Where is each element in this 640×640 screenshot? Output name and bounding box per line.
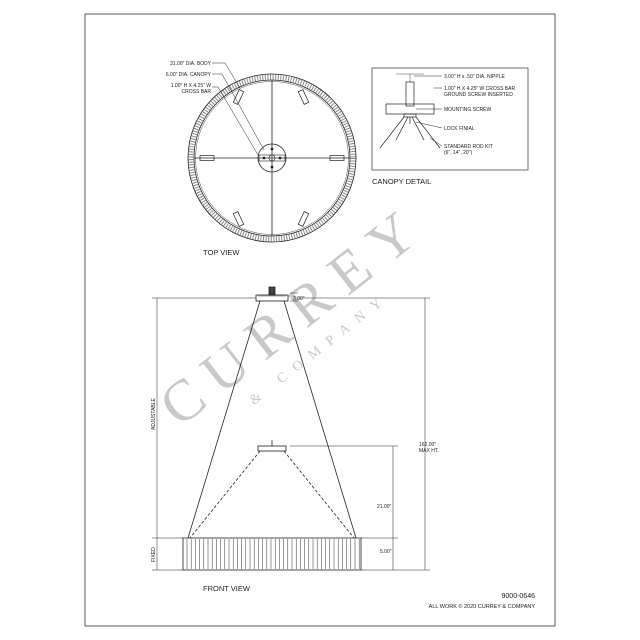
callout-nipple: 3.00" H x .50" DIA. NIPPLE	[444, 74, 505, 80]
front-body-fluting	[186, 539, 360, 569]
callout-crossbar-2: CROSS BAR	[182, 89, 212, 95]
callout-body: 31.00" DIA. BODY	[170, 61, 212, 67]
copyright: ALL WORK © 2020 CURREY & COMPANY	[429, 603, 536, 610]
front-dimensions	[152, 292, 430, 571]
dim-fixed: FIXED	[151, 547, 157, 562]
callout-lock-finial: LOCK FINIAL	[444, 126, 475, 132]
dim-adjustable: ADJUSTABLE	[151, 397, 157, 430]
dim-canopy-height: 3.00"	[293, 296, 305, 302]
dim-body-drop: 21.00"	[377, 504, 392, 510]
watermark: CURREY & COMPANY	[147, 191, 439, 439]
watermark-brand: CURREY	[147, 191, 439, 439]
callout-mounting-screw: MOUNTING SCREW	[444, 107, 492, 113]
front-view-drawing	[182, 286, 362, 571]
canopy-detail-title: CANOPY DETAIL	[372, 177, 431, 186]
callout-canopy-crossbar-2: GROUND SCREW INSERTED	[444, 92, 513, 98]
canopy-detail-drawing	[379, 73, 441, 149]
callout-canopy-crossbar-1: 1.00" H X 4.25" W CROSS BAR	[444, 86, 515, 92]
sheet-border	[84, 13, 556, 627]
model-number: 9000-0646	[502, 593, 536, 600]
canopy-detail-box	[371, 67, 529, 171]
canopy-detail-leaders	[414, 75, 443, 147]
front-view-title: FRONT VIEW	[203, 584, 251, 593]
callout-rod-kit-2: (6", 14", 20")	[444, 150, 472, 156]
top-view-drawing	[187, 73, 357, 243]
top-view-leaders	[212, 62, 265, 156]
callout-rod-kit-1: STANDARD ROD KIT	[444, 144, 493, 150]
dim-body-height: 5.00"	[380, 549, 392, 555]
dim-max-height-2: MAX HT.	[419, 448, 439, 454]
callout-crossbar-1: 1.00" H X 4.25" W	[171, 83, 212, 89]
top-view-title: TOP VIEW	[203, 248, 240, 257]
callout-canopy: 6.00" DIA. CANOPY	[166, 72, 212, 78]
dim-max-height-1: 162.00"	[419, 442, 436, 448]
